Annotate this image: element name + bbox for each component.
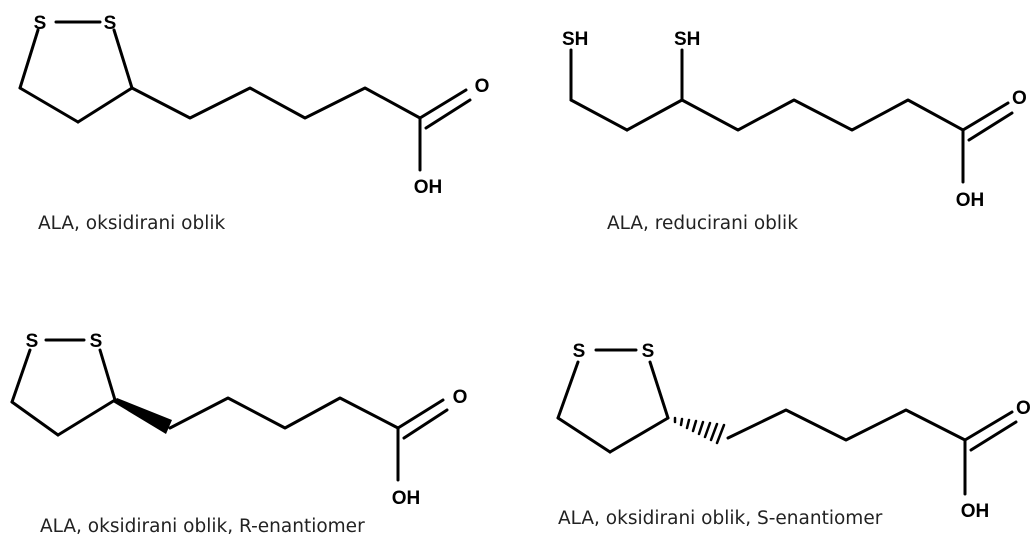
atom-oh: OH [961,501,990,522]
atom-sh2: SH [674,29,700,50]
molecule-oxidized: S S O OH [18,13,490,198]
atom-s2: S [642,341,655,362]
atom-oh: OH [414,177,443,198]
molecule-reduced: SH SH O OH [562,29,1027,211]
atom-s1: S [34,13,47,34]
atom-s1: S [573,341,586,362]
bond-lines [10,338,449,482]
bond-lines [569,48,1014,184]
bond-lines [18,20,472,172]
atom-s1: S [26,331,39,352]
atom-oh: OH [956,190,985,211]
bond-lines [556,348,1018,496]
atom-sh1: SH [562,29,588,50]
wedge-bond [113,398,172,434]
atom-o-double: O [1012,88,1027,109]
caption-r-enantiomer: ALA, oksidirani oblik, R-enantiomer [40,516,365,537]
caption-reduced: ALA, reducirani oblik [607,213,798,234]
molecule-s-enantiomer: S S O OH [556,341,1031,522]
atom-o-double: O [1016,398,1031,419]
atom-s2: S [90,331,103,352]
caption-oxidized: ALA, oksidirani oblik [38,213,226,234]
caption-s-enantiomer: ALA, oksidirani oblik, S-enantiomer [558,508,883,529]
atom-o-double: O [475,76,490,97]
hash-bond [673,416,726,445]
atom-o-double: O [453,387,468,408]
atom-s2: S [104,13,117,34]
molecule-r-enantiomer: S S O OH [10,331,468,509]
atom-oh: OH [392,488,421,509]
